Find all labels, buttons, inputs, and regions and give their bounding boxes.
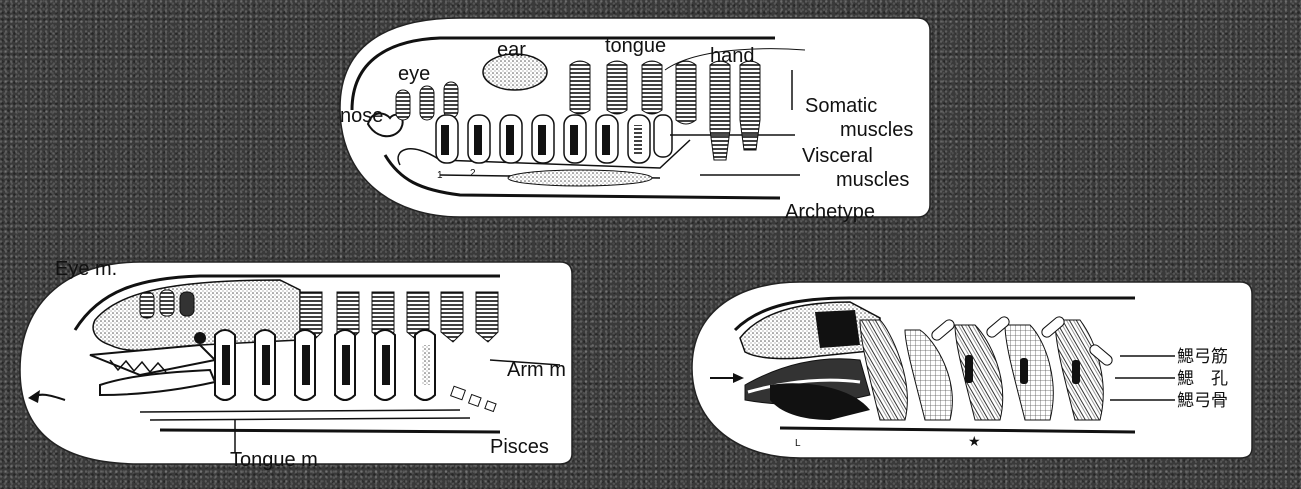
pisces-eye-muscle — [160, 290, 174, 316]
label-arm-m: Arm m — [507, 359, 566, 381]
label-archetype: Archetype — [785, 201, 875, 223]
label-tongue-m: Tongue m — [230, 449, 318, 471]
label-gill-arch-muscle: 鰓弓筋 — [1177, 347, 1228, 367]
fish-right-dark-muscle — [815, 310, 860, 348]
archetype-panel: nose eye ear tongue hand Somatic muscles… — [340, 18, 930, 223]
label-eye: eye — [398, 63, 430, 85]
pisces-eye-muscle — [140, 292, 154, 318]
pisces-eye-muscle — [180, 292, 194, 316]
archetype-eye-muscle — [420, 86, 434, 120]
label-visceral-muscles: muscles — [836, 169, 909, 191]
label-somatic: Somatic — [805, 95, 877, 117]
label-pisces: Pisces — [490, 436, 549, 458]
pisces-eye — [194, 332, 206, 344]
label-gill-arch-bone: 鰓弓骨 — [1177, 391, 1228, 411]
label-tongue: tongue — [605, 35, 666, 57]
label-hand: hand — [710, 45, 755, 67]
archetype-eye-muscle — [396, 90, 410, 120]
label-eye-m: Eye m. — [55, 258, 117, 280]
archetype-gut-shading — [508, 170, 652, 186]
fish-right-panel: 鰓弓筋 鰓 孔 鰓弓骨 ★ L — [692, 282, 1252, 458]
label-nose: nose — [340, 105, 383, 127]
label-star: ★ — [968, 433, 981, 449]
archetype-eye-muscle — [444, 82, 458, 118]
label-l: L — [795, 438, 801, 449]
label-visceral: Visceral — [802, 145, 873, 167]
label-ear: ear — [497, 39, 526, 61]
label-num-1: 1 — [437, 170, 443, 181]
label-somatic-muscles: muscles — [840, 119, 913, 141]
pisces-panel: Eye m. Arm m Tongue m Pisces — [20, 258, 572, 471]
label-gill-hole: 鰓 孔 — [1177, 369, 1228, 389]
archetype-visceral-muscles — [436, 115, 672, 163]
label-num-2: 2 — [470, 168, 476, 179]
